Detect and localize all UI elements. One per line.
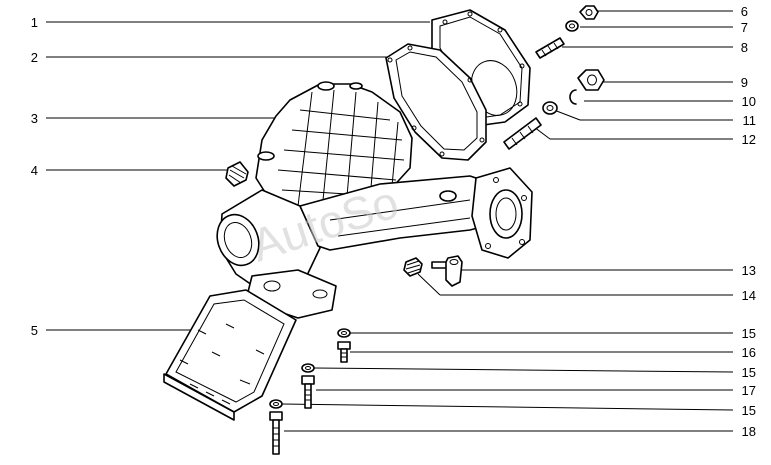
callout-4: 4 (31, 163, 38, 178)
callout-16: 16 (742, 345, 756, 360)
stud-part-12 (503, 117, 542, 150)
bolt-part-18 (269, 411, 283, 455)
callout-11: 11 (743, 113, 757, 128)
washer-part-15c (269, 399, 283, 409)
callout-12: 12 (742, 132, 756, 147)
callout-9: 9 (741, 75, 748, 90)
callout-13: 13 (742, 263, 756, 278)
callout-14: 14 (742, 288, 756, 303)
gasket-part (385, 43, 487, 161)
callout-7: 7 (741, 20, 748, 35)
callout-15-b: 15 (742, 365, 756, 380)
callout-2: 2 (31, 50, 38, 65)
callout-labels: 1 2 3 4 5 6 7 8 9 10 11 12 13 14 15 16 1… (31, 4, 756, 439)
callout-6: 6 (741, 4, 748, 19)
housing-part (216, 81, 533, 319)
callout-3: 3 (31, 111, 38, 126)
callout-17: 17 (742, 383, 756, 398)
callout-1: 1 (31, 15, 38, 30)
washer-part-11 (542, 101, 558, 115)
plug-part-14 (403, 257, 423, 277)
stud-part-8 (535, 37, 565, 59)
washer-part-15b (301, 363, 315, 373)
callout-8: 8 (741, 40, 748, 55)
nut-part-9 (577, 69, 605, 91)
spring-washer-part-10 (569, 89, 577, 105)
washer-part-15a (337, 328, 351, 338)
washer-part-7 (565, 20, 579, 32)
callout-15-a: 15 (742, 326, 756, 341)
callout-10: 10 (742, 94, 756, 109)
callout-18: 18 (742, 424, 756, 439)
plug-part (225, 161, 249, 187)
nut-part-6 (579, 5, 599, 20)
callout-15-c: 15 (742, 403, 756, 418)
bracket-part (163, 289, 297, 421)
bolt-part-16 (337, 341, 351, 363)
callout-5: 5 (31, 323, 38, 338)
bolt-part-17 (301, 375, 315, 409)
breather-part-13 (431, 255, 463, 287)
leader-lines (46, 10, 734, 432)
